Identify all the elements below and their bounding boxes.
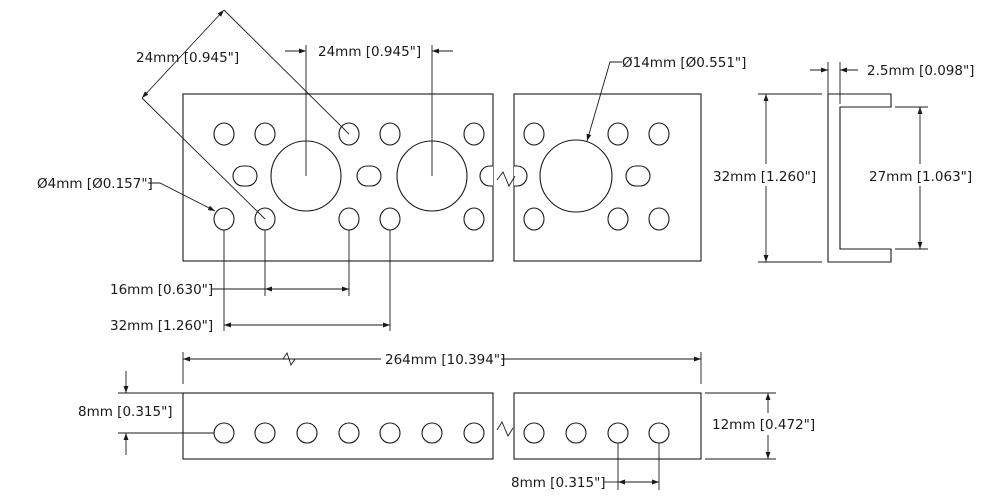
side-hole: [338, 422, 360, 444]
small-hole-dia-label: Ø4mm [Ø0.157"]: [37, 176, 153, 192]
side-hole: [213, 422, 235, 444]
small-hole: [523, 207, 545, 231]
small-hole: [213, 207, 235, 231]
wall-thickness-label: 2.5mm [0.098"]: [867, 63, 974, 79]
pitch-32-label: 32mm [1.260"]: [110, 318, 213, 334]
small-hole: [379, 207, 401, 231]
small-hole: [463, 122, 485, 146]
overall-length-label: 264mm [10.394"]: [385, 352, 505, 368]
channel-height-label: 32mm [1.260"]: [713, 169, 816, 185]
inner-height-label: 27mm [1.063"]: [869, 169, 972, 185]
front-view: [182, 93, 702, 262]
side-hole: [379, 422, 401, 444]
side-dimensions: 264mm [10.394"] 8mm [0.315"] 12mm [0.472…: [78, 351, 815, 491]
break-mark: [496, 171, 516, 187]
slots: [232, 165, 651, 187]
side-hole: [648, 422, 670, 444]
large-hole-dia-label: Ø14mm [Ø0.551"]: [622, 55, 746, 71]
slot: [356, 165, 382, 187]
small-holes: [213, 122, 670, 231]
small-hole: [254, 122, 276, 146]
slot-partial: [514, 165, 528, 187]
side-holes: [213, 422, 670, 444]
side-hole: [421, 422, 443, 444]
side-plate-left: [182, 392, 494, 460]
channel-profile: [827, 93, 892, 263]
small-hole: [648, 207, 670, 231]
side-hole: [607, 422, 629, 444]
side-plate-right: [513, 392, 702, 460]
small-hole: [338, 207, 360, 231]
side-hole: [523, 422, 545, 444]
small-hole: [523, 122, 545, 146]
diag-pitch-label: 24mm [0.945"]: [136, 50, 239, 66]
section-view: 32mm [1.260"] 27mm [1.063"] 2.5mm [0.098…: [710, 62, 974, 263]
small-hole: [379, 122, 401, 146]
break-mark: [496, 421, 514, 437]
small-hole: [648, 122, 670, 146]
large-holes: [270, 139, 613, 213]
small-hole: [607, 207, 629, 231]
side-height-label: 12mm [0.472"]: [712, 417, 815, 433]
side-hole: [254, 422, 276, 444]
side-view: [182, 392, 702, 460]
large-hole: [539, 139, 613, 213]
slot: [232, 165, 258, 187]
side-hole: [565, 422, 587, 444]
slot-partial: [479, 165, 493, 187]
small-hole: [213, 122, 235, 146]
small-hole: [463, 207, 485, 231]
side-pitch-label: 8mm [0.315"]: [511, 475, 606, 491]
front-dimensions: 24mm [0.945"] 24mm [0.945"] Ø4mm [Ø0.157…: [37, 9, 746, 334]
top-pitch-label: 24mm [0.945"]: [318, 44, 421, 60]
side-hole: [463, 422, 485, 444]
slot: [625, 165, 651, 187]
side-offset-label: 8mm [0.315"]: [78, 404, 173, 420]
pitch-16-label: 16mm [0.630"]: [110, 282, 213, 298]
small-hole: [607, 122, 629, 146]
side-hole: [296, 422, 318, 444]
